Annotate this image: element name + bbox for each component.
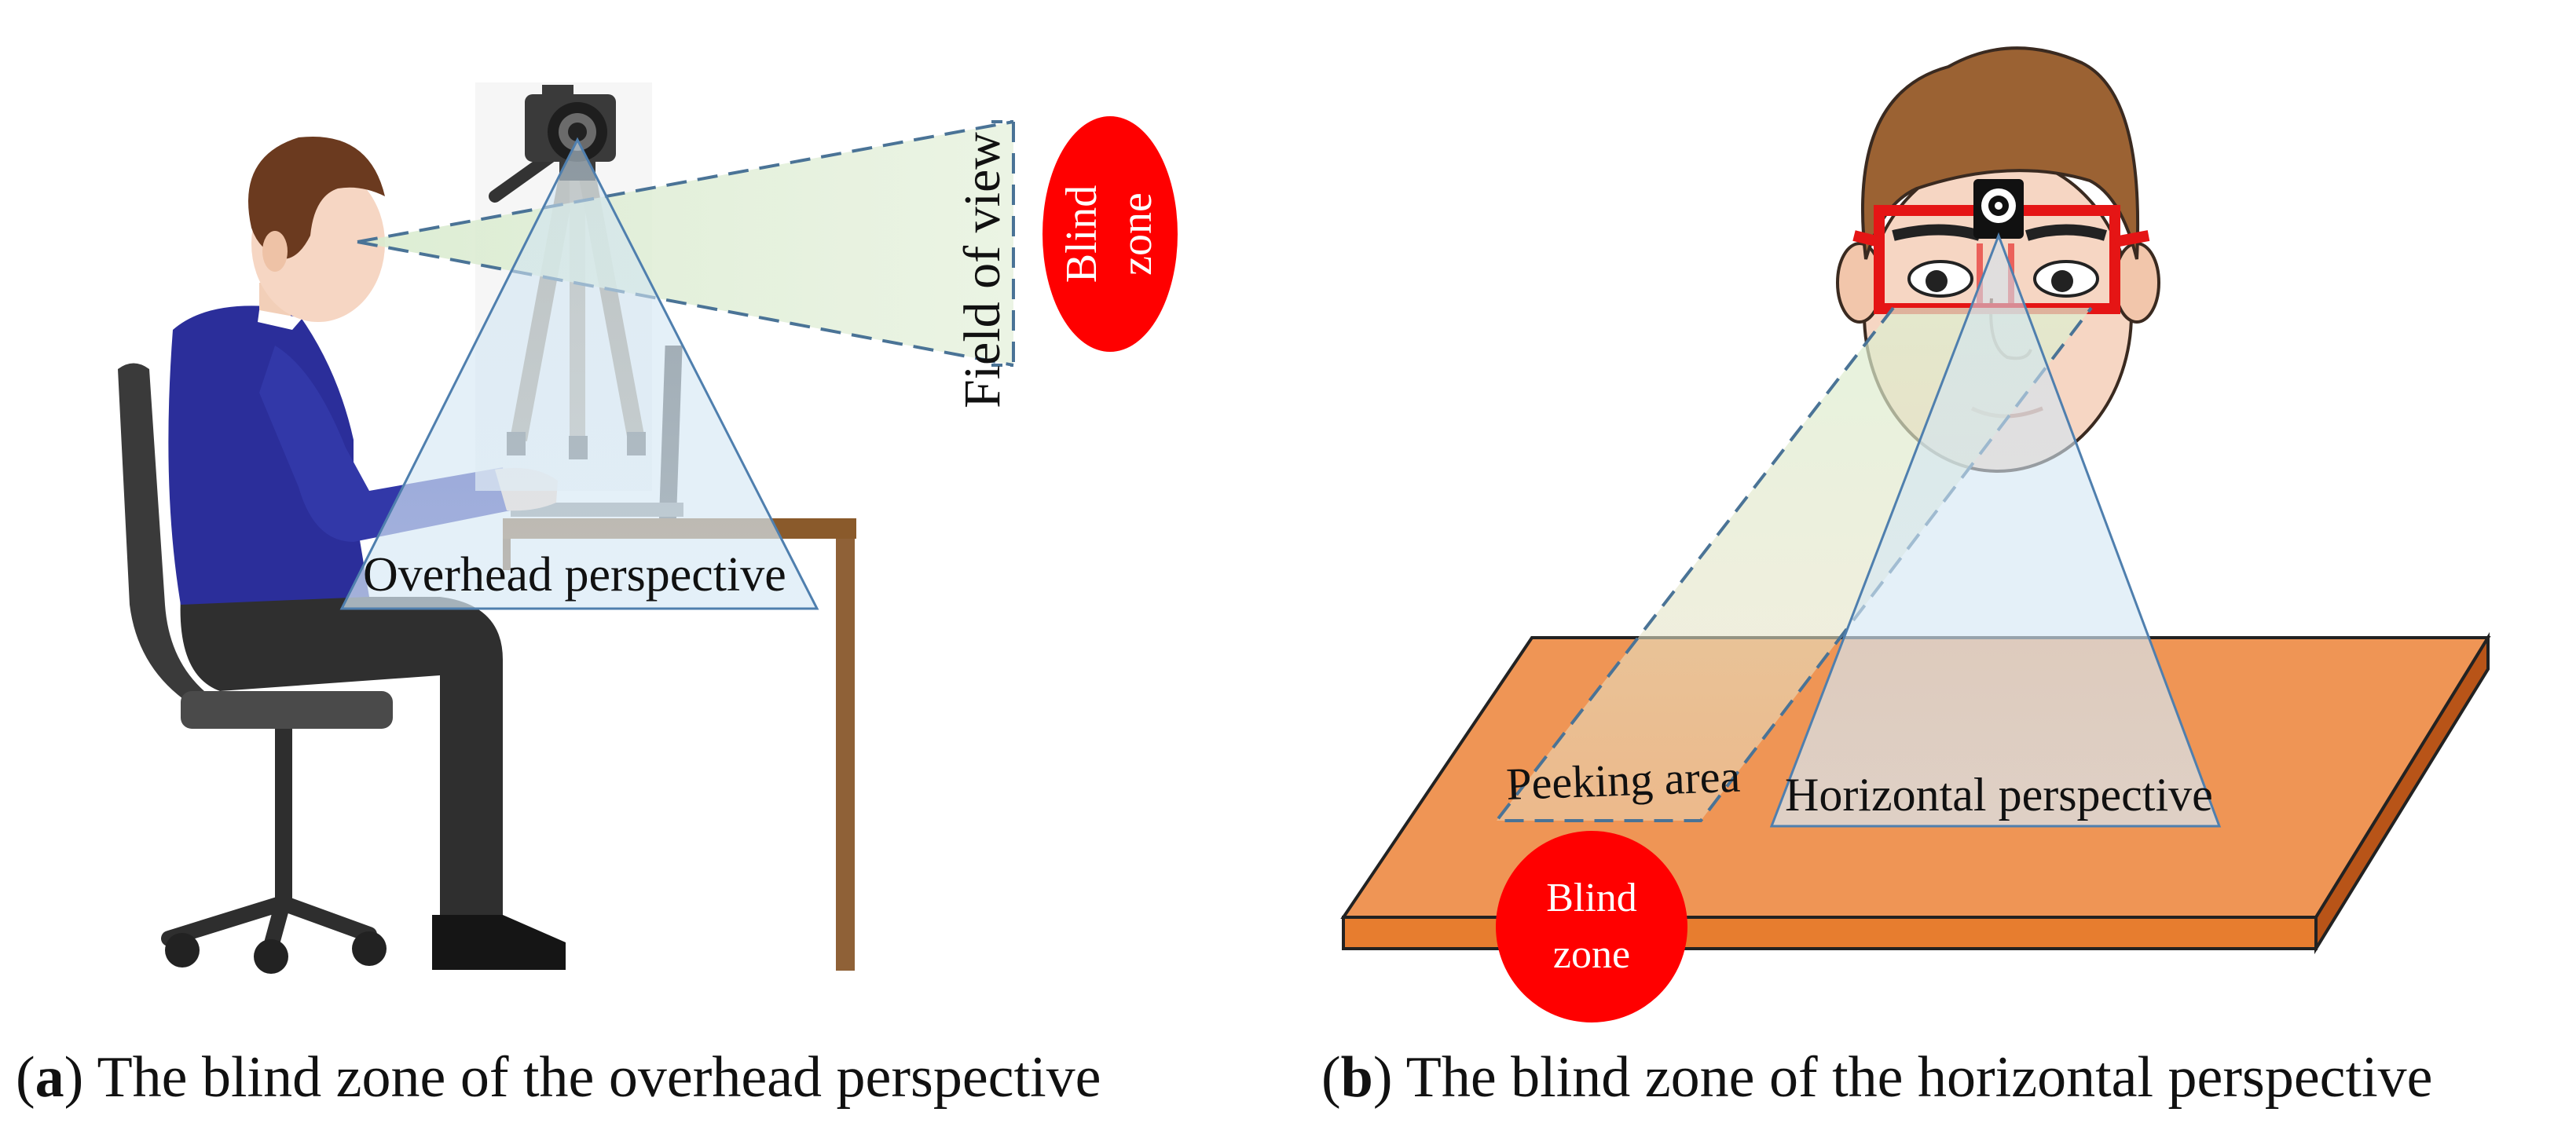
caption-a: (a) The blind zone of the overhead persp… xyxy=(16,1044,1101,1111)
panel-a: Field of view Overhead perspective Blind… xyxy=(118,82,1178,974)
field-of-view-label: Field of view xyxy=(954,132,1011,408)
caption-a-letter: a xyxy=(35,1045,64,1110)
caption-b-text: ) The blind zone of the horizontal persp… xyxy=(1372,1045,2433,1110)
caption-b-letter: b xyxy=(1340,1045,1373,1110)
caption-b: (b) The blind zone of the horizontal per… xyxy=(1321,1044,2432,1111)
office-chair xyxy=(118,363,393,974)
horizontal-perspective-label: Horizontal perspective xyxy=(1785,769,2213,821)
blind-zone-b-line1: Blind xyxy=(1546,876,1637,920)
overhead-cone xyxy=(339,137,819,610)
blind-zone-a: Blind zone xyxy=(1042,116,1178,352)
caption-b-open: ( xyxy=(1321,1045,1341,1110)
blind-zone-a-line1: Blind xyxy=(1057,185,1106,283)
overhead-perspective-label: Overhead perspective xyxy=(363,548,786,602)
caption-a-text: ) The blind zone of the overhead perspec… xyxy=(64,1045,1101,1110)
peeking-area-label: Peeking area xyxy=(1505,751,1741,810)
panel-b: Peeking area Horizontal perspective Blin… xyxy=(1340,46,2491,1022)
caption-a-open: ( xyxy=(16,1045,35,1110)
field-of-view-region xyxy=(357,120,1015,367)
horizontal-cone xyxy=(1769,232,2222,828)
blind-zone-b: Blind zone xyxy=(1496,831,1687,1022)
blind-zone-a-line2: zone xyxy=(1112,192,1161,276)
blind-zone-b-line2: zone xyxy=(1553,932,1630,977)
